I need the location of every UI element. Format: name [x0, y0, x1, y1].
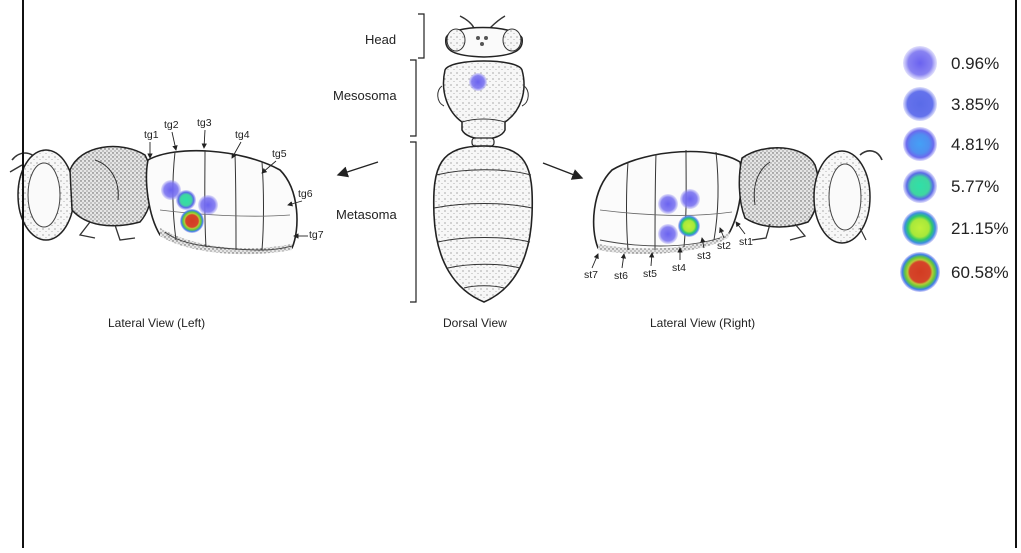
figure-border — [22, 0, 1017, 548]
